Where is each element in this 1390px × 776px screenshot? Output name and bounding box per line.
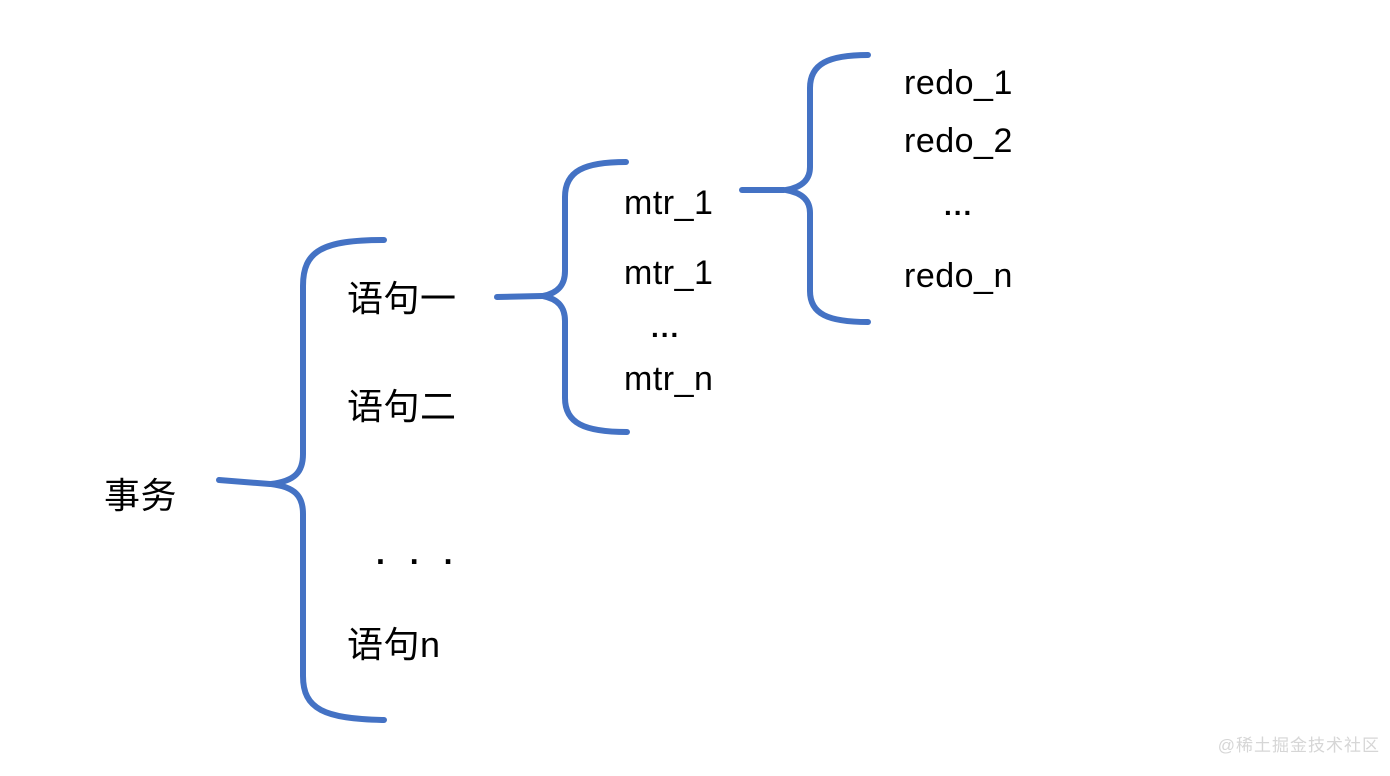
mtr-brace [783,52,871,325]
transaction-label: 事务 [104,475,178,516]
statement-connector-line [494,293,545,300]
statement-1-label: 语句一 [347,278,457,319]
statement-n-label: 语句n [347,624,441,665]
statement-2-label: 语句二 [347,386,457,427]
mtr-ellipsis: ... [651,312,681,343]
transaction-connector-line [216,477,273,487]
mtr-2-label: mtr_1 [624,254,714,292]
redo-2-label: redo_2 [904,122,1013,160]
statement-brace [540,159,630,435]
redo-ellipsis: ... [944,190,974,221]
mtr-1-label: mtr_1 [624,184,714,222]
watermark: @稀土掘金技术社区 [1217,736,1380,755]
statement-ellipsis: . . . [376,535,461,571]
redo-1-label: redo_1 [904,64,1013,102]
redo-n-label: redo_n [904,257,1013,295]
mtr-n-label: mtr_n [624,360,714,398]
